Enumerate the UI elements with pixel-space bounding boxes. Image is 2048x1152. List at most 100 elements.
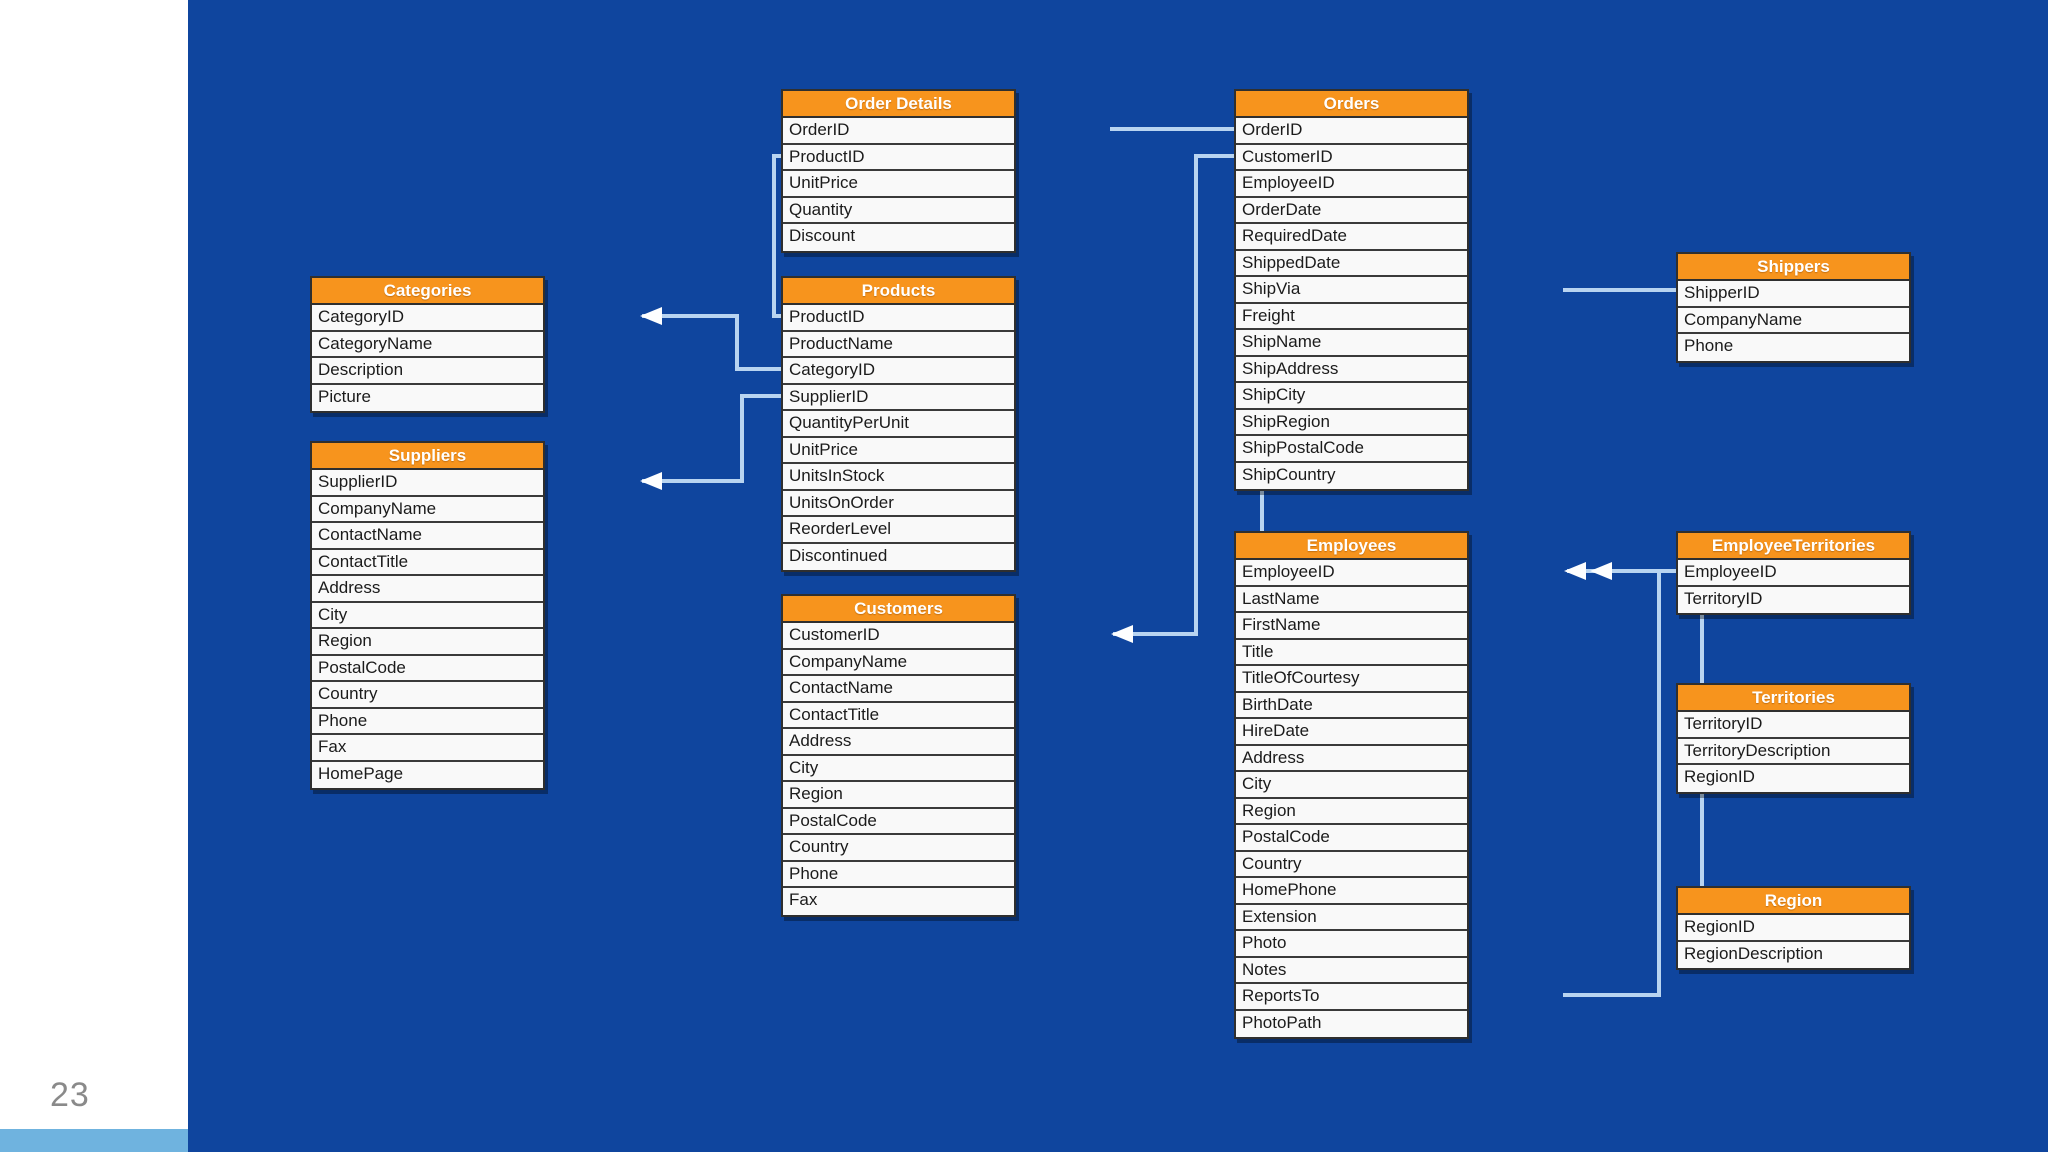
- field-row-products: ReorderLevel: [783, 517, 1014, 544]
- field-row-employees: Region: [1236, 798, 1467, 825]
- field-row-products: ProductName: [783, 331, 1014, 358]
- field-row-employees: FirstName: [1236, 613, 1467, 640]
- field-row-orders: OrderID: [1236, 118, 1467, 145]
- field-row-employees: Country: [1236, 851, 1467, 878]
- page-number: 23: [50, 1076, 90, 1114]
- table-title-employees: Employees: [1236, 533, 1467, 560]
- field-row-employees: PhotoPath: [1236, 1010, 1467, 1037]
- field-row-order_details: Discount: [783, 224, 1014, 251]
- field-row-suppliers: City: [312, 602, 543, 629]
- relationship-arrowhead: [1111, 625, 1133, 643]
- relationship-arrowhead: [640, 307, 662, 325]
- field-row-territories: TerritoryDescription: [1678, 738, 1909, 765]
- field-row-orders: ShipVia: [1236, 277, 1467, 304]
- field-row-products: SupplierID: [783, 384, 1014, 411]
- field-row-products: QuantityPerUnit: [783, 411, 1014, 438]
- field-row-order_details: Quantity: [783, 197, 1014, 224]
- field-row-region: RegionDescription: [1678, 941, 1909, 968]
- field-row-customers: Region: [783, 782, 1014, 809]
- field-row-customers: PostalCode: [783, 808, 1014, 835]
- field-row-orders: ShipName: [1236, 330, 1467, 357]
- table-title-orders: Orders: [1236, 91, 1467, 118]
- field-row-territories: RegionID: [1678, 765, 1909, 792]
- field-row-employee_territories: TerritoryID: [1678, 586, 1909, 613]
- field-row-categories: CategoryName: [312, 331, 543, 358]
- field-row-shippers: Phone: [1678, 334, 1909, 361]
- field-row-customers: Country: [783, 835, 1014, 862]
- relationship-line: [1563, 569, 1661, 997]
- field-row-customers: CustomerID: [783, 623, 1014, 650]
- field-row-region: RegionID: [1678, 915, 1909, 942]
- field-row-products: UnitsOnOrder: [783, 490, 1014, 517]
- field-row-orders: ShipAddress: [1236, 356, 1467, 383]
- field-row-products: Discontinued: [783, 543, 1014, 570]
- field-row-employees: Address: [1236, 745, 1467, 772]
- field-row-orders: CustomerID: [1236, 144, 1467, 171]
- field-row-customers: ContactName: [783, 676, 1014, 703]
- field-row-suppliers: PostalCode: [312, 655, 543, 682]
- field-row-suppliers: Fax: [312, 735, 543, 762]
- table-title-employee_territories: EmployeeTerritories: [1678, 533, 1909, 560]
- field-row-orders: ShipCity: [1236, 383, 1467, 410]
- field-row-suppliers: Country: [312, 682, 543, 709]
- field-row-orders: EmployeeID: [1236, 171, 1467, 198]
- field-row-suppliers: SupplierID: [312, 470, 543, 497]
- field-row-products: CategoryID: [783, 358, 1014, 385]
- field-row-employees: Title: [1236, 639, 1467, 666]
- field-row-customers: Fax: [783, 888, 1014, 915]
- field-row-suppliers: Region: [312, 629, 543, 656]
- field-row-shippers: CompanyName: [1678, 307, 1909, 334]
- field-row-employees: Photo: [1236, 931, 1467, 958]
- field-row-employees: ReportsTo: [1236, 984, 1467, 1011]
- table-title-region: Region: [1678, 888, 1909, 915]
- field-row-products: UnitPrice: [783, 437, 1014, 464]
- field-row-suppliers: Address: [312, 576, 543, 603]
- field-row-suppliers: Phone: [312, 708, 543, 735]
- field-row-customers: Address: [783, 729, 1014, 756]
- field-row-customers: Phone: [783, 861, 1014, 888]
- field-row-categories: Picture: [312, 384, 543, 411]
- field-row-orders: ShipPostalCode: [1236, 436, 1467, 463]
- relationship-arrowhead: [1590, 562, 1612, 580]
- table-title-order_details: Order Details: [783, 91, 1014, 118]
- table-title-territories: Territories: [1678, 685, 1909, 712]
- field-row-products: UnitsInStock: [783, 464, 1014, 491]
- field-row-orders: ShippedDate: [1236, 250, 1467, 277]
- footer-accent-bar: [0, 1129, 188, 1152]
- field-row-employees: Notes: [1236, 957, 1467, 984]
- field-row-order_details: UnitPrice: [783, 171, 1014, 198]
- table-title-suppliers: Suppliers: [312, 443, 543, 470]
- field-row-orders: ShipRegion: [1236, 409, 1467, 436]
- field-row-suppliers: ContactName: [312, 523, 543, 550]
- field-row-employees: TitleOfCourtesy: [1236, 666, 1467, 693]
- field-row-order_details: OrderID: [783, 118, 1014, 145]
- field-row-employees: PostalCode: [1236, 825, 1467, 852]
- field-row-employee_territories: EmployeeID: [1678, 560, 1909, 587]
- field-row-employees: BirthDate: [1236, 692, 1467, 719]
- field-row-employees: Extension: [1236, 904, 1467, 931]
- field-row-customers: ContactTitle: [783, 702, 1014, 729]
- table-title-shippers: Shippers: [1678, 254, 1909, 281]
- field-row-orders: ShipCountry: [1236, 462, 1467, 489]
- table-title-customers: Customers: [783, 596, 1014, 623]
- field-row-orders: OrderDate: [1236, 197, 1467, 224]
- field-row-territories: TerritoryID: [1678, 712, 1909, 739]
- field-row-customers: City: [783, 755, 1014, 782]
- table-title-products: Products: [783, 278, 1014, 305]
- field-row-employees: LastName: [1236, 586, 1467, 613]
- field-row-shippers: ShipperID: [1678, 281, 1909, 308]
- field-row-orders: RequiredDate: [1236, 224, 1467, 251]
- field-row-suppliers: CompanyName: [312, 496, 543, 523]
